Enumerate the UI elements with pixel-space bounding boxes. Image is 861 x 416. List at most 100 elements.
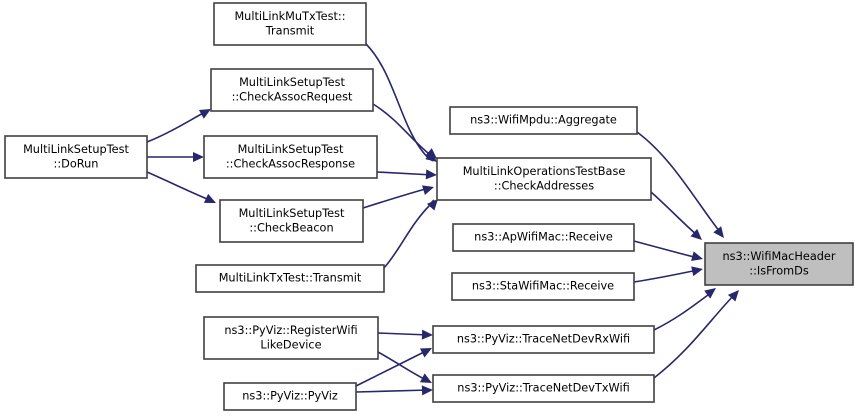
node-label-check_assoc_response: ::CheckAssocResponse [226, 157, 355, 170]
node-label-wifi_mac_header_is_from_ds: ns3::WifiMacHeader [722, 250, 835, 263]
node-box-check_addresses[interactable] [436, 157, 652, 201]
node-label-ap_wifi_mac_receive: ns3::ApWifiMac::Receive [474, 231, 613, 244]
arrow-head-glyph [198, 109, 211, 119]
graph-node-tx_test_transmit[interactable]: MultiLinkTxTest::Transmit [195, 264, 385, 293]
arrow-head-glyph [203, 193, 216, 203]
node-box-wifi_mpdu_aggregate[interactable] [449, 106, 638, 135]
arrow-head-icon [425, 148, 437, 159]
node-box-mu_tx_transmit[interactable] [213, 2, 367, 46]
arrow-head-icon [704, 288, 716, 299]
node-label-check_assoc_response: MultiLinkSetupTest [238, 143, 344, 156]
call-edge-register_wifi_like_device-to-trace_net_dev_rx_wifi [377, 332, 430, 336]
graph-node-check_assoc_response[interactable]: MultiLinkSetupTest::CheckAssocResponse [203, 135, 378, 179]
node-label-wifi_mpdu_aggregate: ns3::WifiMpdu::Aggregate [470, 114, 617, 127]
node-box-check_beacon[interactable] [219, 199, 364, 243]
call-edge-pyviz_ctor-to-trace_net_dev_rx_wifi [355, 349, 429, 387]
arrow-head-glyph [691, 251, 703, 261]
graph-node-wifi_mac_header_is_from_ds[interactable]: ns3::WifiMacHeader::IsFromDs [704, 242, 854, 286]
graph-node-check_beacon[interactable]: MultiLinkSetupTest::CheckBeacon [219, 199, 364, 243]
arrow-head-icon [422, 185, 434, 195]
arrow-head-glyph [422, 185, 434, 195]
node-box-trace_net_dev_rx_wifi[interactable] [432, 325, 655, 354]
node-label-sta_wifi_mac_receive: ns3::StaWifiMac::Receive [472, 280, 614, 293]
arrow-head-glyph [704, 288, 716, 299]
node-label-check_addresses: MultiLinkOperationsTestBase [463, 165, 626, 178]
arrow-head-glyph [727, 290, 739, 302]
call-edge-tx_test_transmit-to-check_addresses [383, 199, 435, 269]
node-label-mu_tx_transmit: MultiLinkMuTxTest:: [234, 10, 345, 23]
node-label-mu_tx_transmit: Transmit [265, 24, 315, 37]
arrow-head-icon [419, 348, 432, 358]
node-box-trace_net_dev_tx_wifi[interactable] [432, 374, 655, 403]
graph-node-wifi_mpdu_aggregate[interactable]: ns3::WifiMpdu::Aggregate [449, 106, 638, 135]
node-label-register_wifi_like_device: LikeDevice [260, 338, 321, 351]
call-edge-do_run-to-check_beacon [146, 171, 213, 202]
graph-node-do_run[interactable]: MultiLinkSetupTest::DoRun [4, 135, 148, 179]
node-box-register_wifi_like_device[interactable] [203, 316, 379, 360]
graph-node-trace_net_dev_rx_wifi[interactable]: ns3::PyViz::TraceNetDevRxWifi [432, 325, 655, 354]
arrow-head-icon [691, 266, 703, 277]
node-label-do_run: MultiLinkSetupTest [23, 143, 129, 156]
call-edge-sta_wifi_mac_receive-to-wifi_mac_header_is_from_ds [633, 269, 699, 283]
call-edge-wifi_mpdu_aggregate-to-wifi_mac_header_is_from_ds [636, 131, 721, 233]
node-label-tx_test_transmit: MultiLinkTxTest::Transmit [219, 272, 362, 285]
call-edge-ap_wifi_mac_receive-to-wifi_mac_header_is_from_ds [633, 240, 699, 259]
arrow-head-glyph [425, 148, 437, 159]
node-label-register_wifi_like_device: ns3::PyViz::RegisterWifi [224, 324, 357, 337]
arrow-head-glyph [419, 348, 432, 358]
node-box-tx_test_transmit[interactable] [195, 264, 385, 293]
arrow-head-icon [727, 290, 739, 302]
node-label-pyviz_ctor: ns3::PyViz::PyViz [242, 390, 338, 403]
arrow-head-glyph [193, 152, 204, 162]
graph-node-pyviz_ctor[interactable]: ns3::PyViz::PyViz [223, 382, 357, 411]
arrow-head-icon [690, 228, 702, 240]
call-edge-trace_net_dev_rx_wifi-to-wifi_mac_header_is_from_ds [653, 291, 713, 331]
arrow-head-icon [713, 226, 724, 238]
node-box-check_assoc_response[interactable] [203, 135, 378, 179]
node-label-check_assoc_request: MultiLinkSetupTest [239, 76, 345, 89]
graph-node-trace_net_dev_tx_wifi[interactable]: ns3::PyViz::TraceNetDevTxWifi [432, 374, 655, 403]
arrow-heads-layer [193, 109, 739, 396]
node-label-trace_net_dev_tx_wifi: ns3::PyViz::TraceNetDevTxWifi [457, 382, 629, 395]
edges-layer [146, 43, 736, 393]
arrow-head-icon [193, 152, 204, 162]
node-box-check_assoc_request[interactable] [210, 68, 374, 112]
call-edge-pyviz_ctor-to-trace_net_dev_tx_wifi [355, 389, 430, 393]
graph-node-check_assoc_request[interactable]: MultiLinkSetupTest::CheckAssocRequest [210, 68, 374, 112]
call-edge-check_assoc_request-to-check_addresses [372, 103, 434, 159]
graph-node-check_addresses[interactable]: MultiLinkOperationsTestBase::CheckAddres… [436, 157, 652, 201]
arrow-head-glyph [690, 228, 702, 240]
node-label-do_run: ::DoRun [54, 157, 99, 170]
arrow-head-glyph [419, 373, 432, 383]
node-box-ap_wifi_mac_receive[interactable] [452, 223, 635, 252]
node-label-check_beacon: ::CheckBeacon [249, 221, 333, 234]
node-label-wifi_mac_header_is_from_ds: ::IsFromDs [749, 264, 809, 277]
arrow-head-icon [421, 329, 433, 340]
arrow-head-glyph [421, 385, 433, 396]
call-edge-trace_net_dev_tx_wifi-to-wifi_mac_header_is_from_ds [653, 293, 736, 379]
call-edge-do_run-to-check_assoc_request [146, 110, 208, 143]
arrow-head-icon [419, 373, 432, 383]
call-edge-check_assoc_response-to-check_addresses [376, 171, 434, 176]
node-box-do_run[interactable] [4, 135, 148, 179]
graph-node-sta_wifi_mac_receive[interactable]: ns3::StaWifiMac::Receive [451, 272, 635, 301]
node-label-check_assoc_request: ::CheckAssocRequest [232, 90, 353, 103]
node-box-sta_wifi_mac_receive[interactable] [451, 272, 635, 301]
graph-node-mu_tx_transmit[interactable]: MultiLinkMuTxTest::Transmit [213, 2, 367, 46]
call-edge-register_wifi_like_device-to-trace_net_dev_tx_wifi [377, 351, 429, 382]
arrow-head-icon [203, 193, 216, 203]
node-box-wifi_mac_header_is_from_ds[interactable] [704, 242, 854, 286]
arrow-head-glyph [713, 226, 724, 238]
arrow-head-icon [425, 169, 437, 180]
arrow-head-icon [691, 251, 703, 261]
arrow-head-icon [426, 199, 438, 211]
graph-node-ap_wifi_mac_receive[interactable]: ns3::ApWifiMac::Receive [452, 223, 635, 252]
node-box-pyviz_ctor[interactable] [223, 382, 357, 411]
nodes-layer: MultiLinkMuTxTest::TransmitMultiLinkSetu… [4, 2, 854, 411]
node-label-check_addresses: ::CheckAddresses [494, 179, 594, 192]
node-label-trace_net_dev_rx_wifi: ns3::PyViz::TraceNetDevRxWifi [457, 333, 630, 346]
arrow-head-glyph [421, 329, 433, 340]
